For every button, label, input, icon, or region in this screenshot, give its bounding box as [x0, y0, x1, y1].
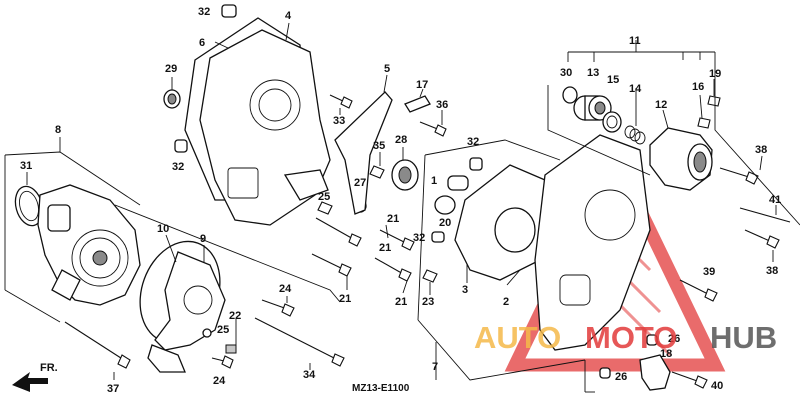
callout-4: 4: [285, 10, 292, 22]
collar-1: [447, 175, 469, 191]
callout-32b: 32: [172, 161, 184, 173]
spring-14: [624, 125, 646, 145]
callout-15: 15: [607, 74, 619, 86]
watermark-text-c: HUB: [710, 320, 777, 355]
bracket-5: [334, 91, 393, 215]
callout-1: 1: [431, 175, 437, 187]
callout-32c: 32: [467, 136, 479, 148]
callout-30: 30: [560, 67, 572, 79]
seal-15: [602, 111, 622, 133]
clamp-18: [639, 354, 671, 391]
callout-21a: 21: [387, 213, 399, 225]
callout-2: 2: [503, 296, 509, 308]
front-arrow: [12, 372, 48, 392]
watermark-text-b: MOTO: [585, 320, 677, 355]
callout-6: 6: [199, 37, 205, 49]
callout-35: 35: [373, 140, 385, 152]
diagram-code: MZ13-E1100: [352, 383, 410, 394]
callout-12: 12: [655, 99, 667, 111]
pump-cover-9: [147, 251, 226, 373]
callout-26b: 26: [615, 371, 627, 383]
callout-21b: 21: [379, 242, 391, 254]
callout-31: 31: [20, 160, 32, 172]
callout-38a: 38: [755, 144, 767, 156]
callout-34: 34: [303, 369, 316, 381]
callout-5: 5: [384, 63, 390, 75]
callout-11: 11: [629, 35, 641, 47]
callout-19: 19: [709, 68, 721, 80]
callout-10: 10: [157, 223, 169, 235]
grommet-20: [434, 195, 456, 215]
water-pump-body: [37, 184, 141, 306]
callout-37: 37: [107, 383, 119, 395]
callout-labels: 1 2 3 4 5 6 7 8 9 10 11 12 13 14 15 16 1…: [20, 6, 781, 395]
callout-33: 33: [333, 115, 345, 127]
callout-41: 41: [769, 194, 781, 206]
clip-17: [404, 95, 431, 113]
callout-40: 40: [711, 380, 723, 392]
washer-30: [562, 86, 578, 104]
callout-21c: 21: [339, 293, 351, 305]
callout-7: 7: [432, 361, 438, 373]
thermostat-housing-12: [649, 127, 713, 191]
callout-3: 3: [462, 284, 468, 296]
callout-8: 8: [55, 124, 61, 136]
outer-cover-2: [534, 134, 651, 351]
callout-22: 22: [229, 310, 241, 322]
callout-23: 23: [422, 296, 434, 308]
callout-9: 9: [200, 233, 206, 245]
callout-36: 36: [436, 99, 448, 111]
watermark-text: AUTO MOTO HUB: [474, 320, 777, 355]
callout-27: 27: [354, 177, 366, 189]
callout-29: 29: [165, 63, 177, 75]
callout-24b: 24: [213, 375, 226, 387]
callout-14: 14: [629, 83, 642, 95]
thermostat-13: [573, 95, 612, 121]
callout-38b: 38: [766, 265, 778, 277]
callout-13: 13: [587, 67, 599, 79]
callout-28: 28: [395, 134, 407, 146]
callout-26a: 26: [668, 333, 680, 345]
callout-20: 20: [439, 217, 451, 229]
front-label: FR.: [40, 362, 58, 374]
callout-25a: 25: [217, 324, 229, 336]
callout-25b: 25: [318, 191, 330, 203]
callout-32a: 32: [198, 6, 210, 18]
bolt-set-24: [211, 299, 295, 369]
dowel-pin-32: [221, 4, 237, 18]
callout-24a: 24: [279, 283, 292, 295]
callout-16: 16: [692, 81, 704, 93]
crankcase-cover-4: [199, 29, 331, 226]
callout-39: 39: [703, 266, 715, 278]
bolt-set-21: [311, 217, 415, 282]
callout-17: 17: [416, 79, 428, 91]
callout-21d: 21: [395, 296, 407, 308]
callout-32d: 32: [413, 232, 425, 244]
callout-18: 18: [660, 348, 672, 360]
watermark-text-a: AUTO: [474, 320, 561, 355]
